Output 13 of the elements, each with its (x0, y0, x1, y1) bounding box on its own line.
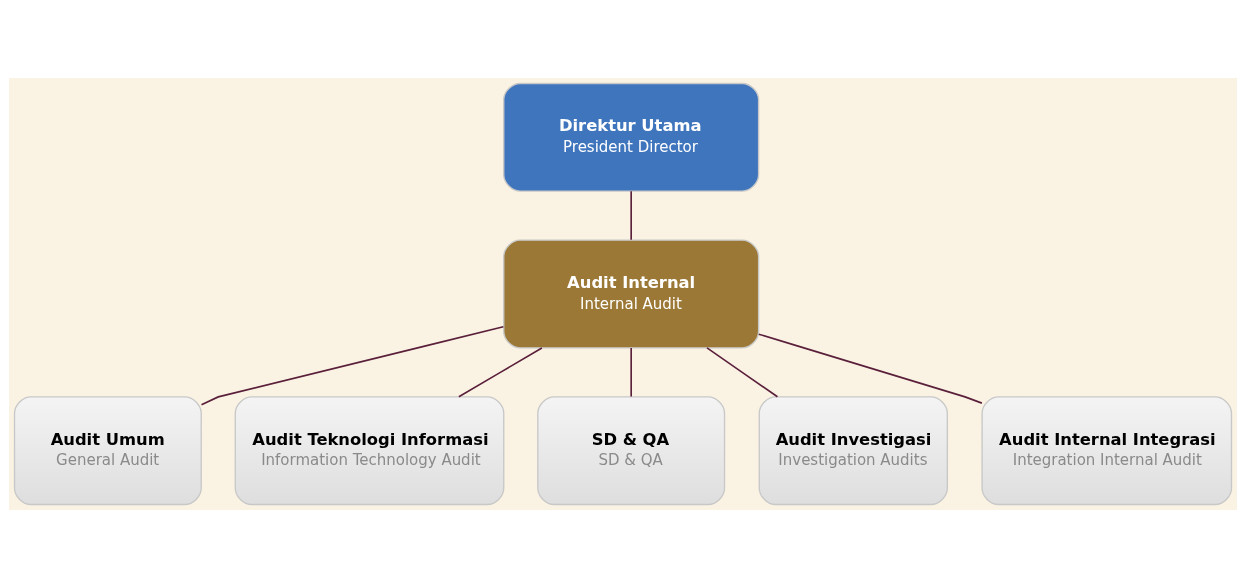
node-box: Audit Umum General Audit (13, 395, 202, 505)
node-box: Audit Internal Internal Audit (503, 239, 760, 348)
connector (458, 346, 543, 398)
node-box: Audit Investigasi Investigation Audits (758, 395, 948, 505)
node-box: Direktur Utama President Director (503, 82, 760, 192)
node-box: Audit Teknologi Informasi Information Technology Audit (234, 395, 505, 505)
connector (706, 346, 779, 398)
connector (630, 189, 632, 241)
node-box: SD & QA SD & QA (537, 395, 726, 505)
connector (630, 346, 632, 397)
connector (200, 325, 505, 406)
connector (758, 332, 983, 404)
node-box: Audit Internal Integrasi Integration Internal Audit (981, 395, 1233, 505)
